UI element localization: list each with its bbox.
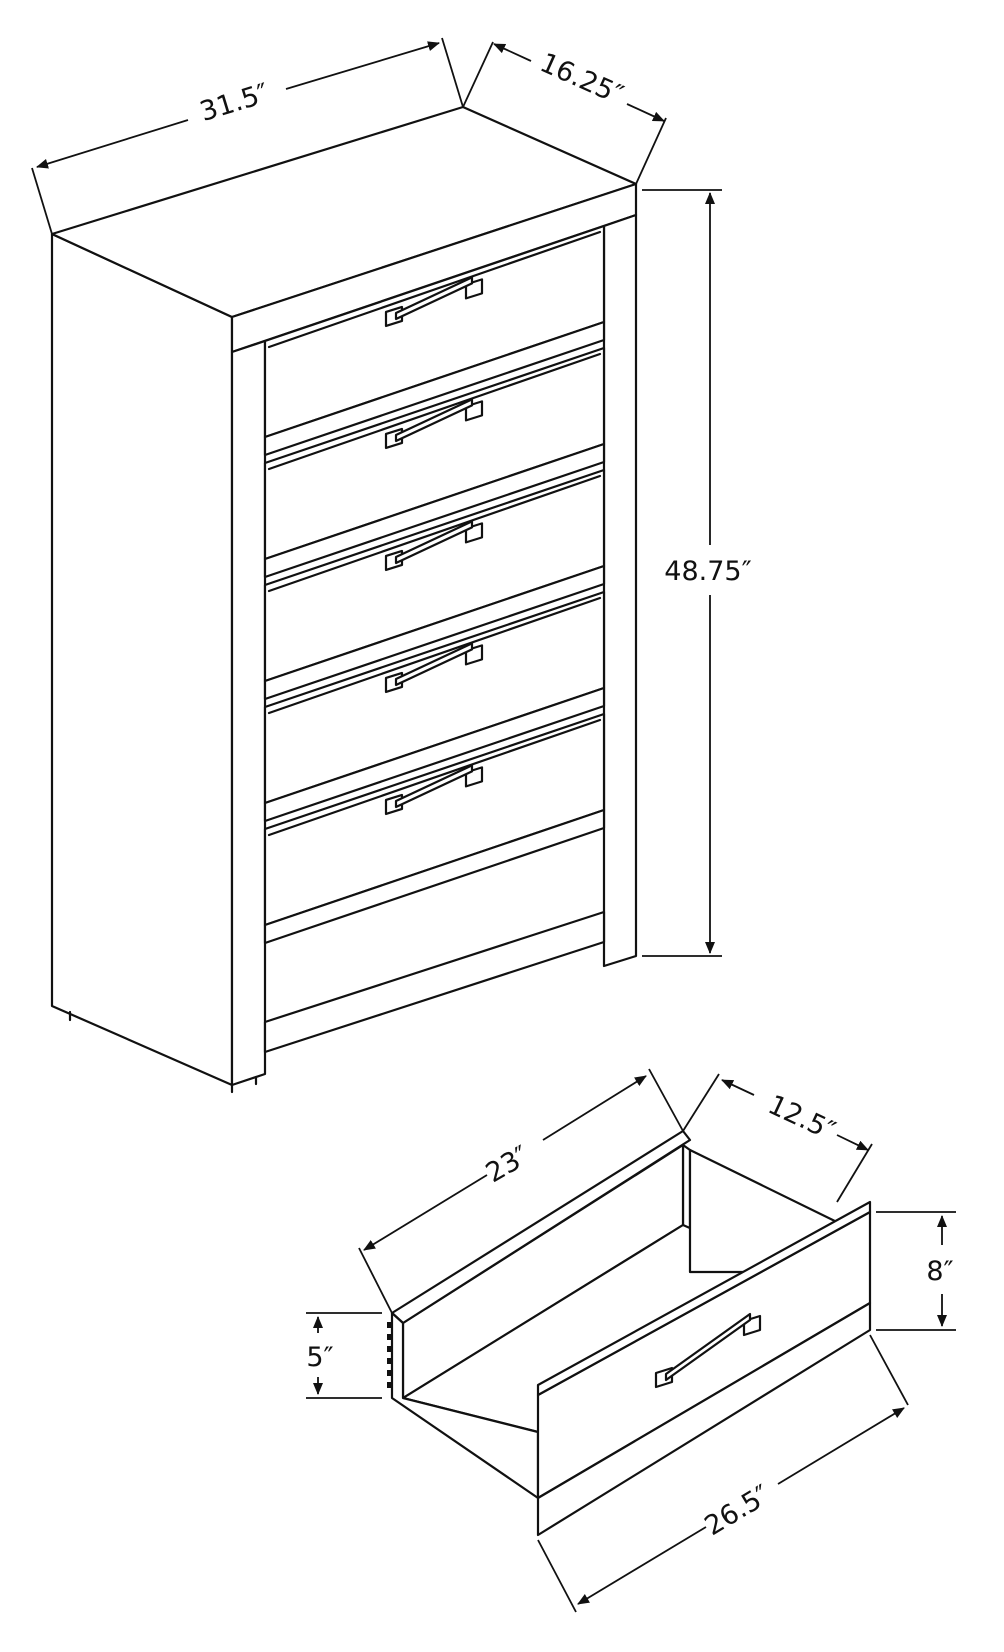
drawer-handle [384, 520, 484, 572]
width-extension-right [441, 37, 464, 108]
drawer-front-width-dimension [577, 1526, 707, 1605]
handle-bar [664, 1312, 752, 1382]
drawer-lip [263, 442, 606, 579]
drawer-depth-extension-right [836, 1143, 873, 1203]
drawer-inner-depth-dimension [836, 1134, 869, 1151]
handle-bar [394, 642, 474, 687]
drawer-inner-width-label: 23″ [481, 1140, 535, 1189]
dresser-bottom-rail [263, 910, 606, 1054]
handle-bar [394, 276, 474, 321]
handle-bar [394, 520, 474, 565]
drawer-bevel [267, 718, 602, 837]
dresser-drawer [263, 468, 606, 701]
drawer-inner-width-dimension [542, 1075, 647, 1141]
dresser-width-label: 31.5″ [196, 78, 272, 128]
drawer-handle [384, 398, 484, 450]
drawer-lip [263, 564, 606, 701]
drawer-bevel [267, 230, 602, 349]
drawer-bevel [267, 474, 602, 593]
drawer-handle [384, 642, 484, 694]
drawer-lip [263, 686, 606, 823]
dresser-drawer [263, 712, 606, 945]
dresser [50, 105, 638, 1094]
depth-extension-right [635, 117, 667, 185]
drawer-front-top-edge [536, 1200, 872, 1397]
drawer-inner-depth-label: 12.5″ [763, 1089, 840, 1147]
dresser-depth-label: 16.25″ [535, 47, 627, 111]
drawer-base-rail [536, 1301, 872, 1537]
dresser-drawer [263, 346, 606, 579]
drawer-front-height-label: 8″ [926, 1256, 953, 1287]
drawer-bevel [267, 352, 602, 471]
dresser-side-panel [50, 232, 234, 1087]
dresser-depth-dimension [493, 43, 532, 62]
drawer-handle [654, 1312, 762, 1389]
drawer-inner-depth-dimension [721, 1079, 755, 1096]
drawer-side-height-label: 5″ [306, 1342, 333, 1373]
dresser-drawer [263, 224, 606, 457]
drawer-width-extension-right [648, 1068, 684, 1132]
drawer [387, 1129, 872, 1537]
drawer-front-width-dimension [777, 1407, 905, 1485]
width-extension-left [31, 167, 53, 235]
dresser-depth-dimension [626, 103, 665, 122]
handle-bar [394, 764, 474, 809]
handle-bar [394, 398, 474, 443]
drawer-bevel [267, 596, 602, 715]
drawer-handle [384, 764, 484, 816]
drawer-front-width-label: 26.5″ [700, 1479, 776, 1542]
drawer-front-width-extension-left [537, 1539, 577, 1613]
drawer-lip [263, 320, 606, 457]
dresser-width-dimension [285, 41, 440, 90]
drawer-handle [384, 276, 484, 328]
drawer-front-width-extension-right [869, 1334, 909, 1406]
dresser-width-dimension [36, 119, 189, 169]
drawer-dovetail-joint [387, 1322, 392, 1388]
dresser-drawers [263, 224, 606, 945]
dresser-height-label: 48.75″ [664, 556, 751, 587]
drawer-depth-extension-left [682, 1073, 720, 1132]
depth-extension-left [462, 41, 494, 108]
drawer-inner-width-dimension [363, 1174, 488, 1251]
dresser-right-stile [602, 213, 638, 968]
drawer-lip [263, 808, 606, 945]
dresser-drawer [263, 590, 606, 823]
dresser-left-stile [230, 339, 267, 1087]
drawer-width-extension-left [358, 1247, 393, 1314]
